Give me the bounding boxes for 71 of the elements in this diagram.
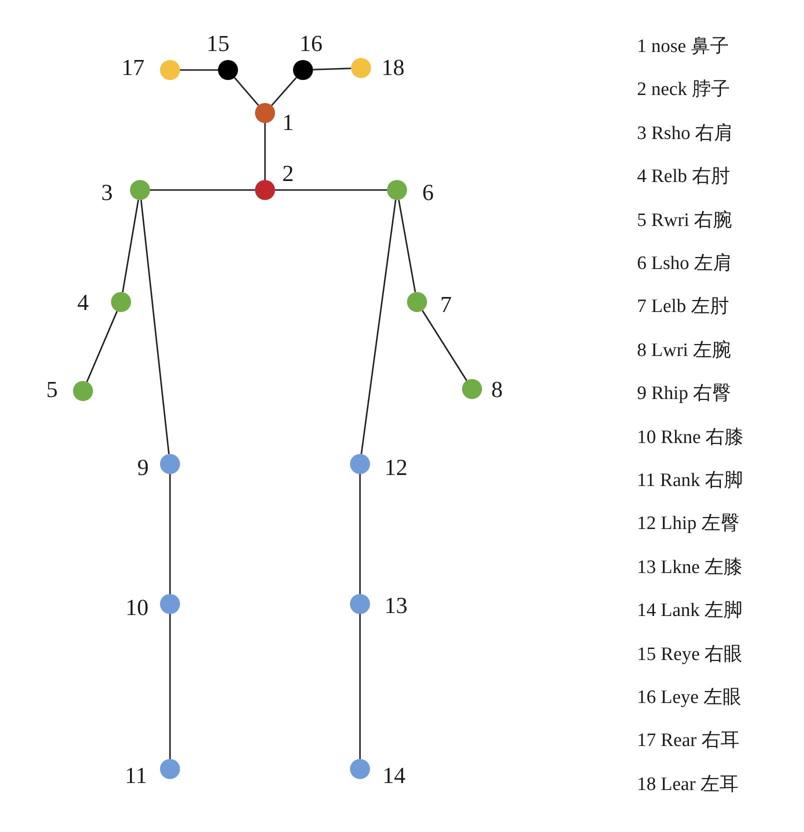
joint-dot: [111, 292, 131, 312]
joint-number: 14: [382, 764, 406, 788]
joint-number: 11: [124, 764, 148, 788]
joint-number: 17: [122, 56, 144, 80]
joint-number: 3: [101, 181, 113, 205]
joint-number: 12: [384, 456, 408, 480]
joint-number: 6: [422, 181, 434, 205]
bone-line: [359, 474, 361, 594]
bone-line: [275, 189, 387, 191]
bone-line: [86, 310, 118, 382]
joint-number: 9: [137, 456, 149, 480]
keypoint-name: 3 Rsho 右肩: [637, 122, 734, 145]
joint-number: 5: [46, 378, 58, 402]
keypoint-name: 8 Lwri 左腕: [637, 340, 731, 362]
joint-number: 16: [300, 32, 322, 56]
joint-number: 1: [282, 111, 294, 135]
joint-dot: [160, 60, 180, 80]
joint-number: 8: [491, 378, 503, 402]
keypoint-name: 10 Rkne 右膝: [637, 426, 744, 449]
joint-dot: [462, 379, 482, 399]
joint-dot: [351, 58, 371, 78]
joint-dot: [160, 759, 180, 779]
bone-line: [422, 310, 468, 381]
bone-line: [271, 77, 297, 106]
keypoint-name: 17 Rear 右耳: [637, 730, 740, 752]
joint-dot: [407, 292, 427, 312]
keypoint-name: 9 Rhip 右臀: [637, 383, 731, 406]
joint-number: 7: [440, 293, 452, 317]
joint-dot: [350, 759, 370, 779]
keypoint-name: 14 Lank 左脚: [637, 600, 743, 622]
keypoint-name: 12 Lhip 左臀: [637, 513, 740, 536]
keypoint-name: 18 Lear 左耳: [637, 774, 738, 796]
joint-number: 2: [282, 162, 294, 186]
bone-line: [234, 77, 260, 106]
joint-dot: [350, 594, 370, 614]
keypoint-name: 4 Relb 右肘: [637, 166, 730, 188]
joint-dot: [350, 454, 370, 474]
keypoint-name: 7 Lelb 左肘: [637, 296, 729, 318]
keypoint-name: 2 neck 脖子: [637, 79, 730, 102]
joint-dot: [255, 180, 275, 200]
bone-line: [150, 189, 255, 191]
joint-dot: [293, 60, 313, 80]
bone-line: [169, 474, 171, 594]
joint-number: 10: [126, 596, 148, 620]
joint-dot: [387, 180, 407, 200]
keypoint-name: 11 Rank 右脚: [637, 470, 743, 492]
joint-dot: [255, 103, 275, 123]
keypoint-name: 6 Lsho 左肩: [637, 253, 732, 275]
joint-dot: [160, 454, 180, 474]
joint-dot: [73, 381, 93, 401]
bone-line: [264, 123, 266, 180]
bone-line: [359, 614, 361, 759]
bone-line: [360, 200, 396, 454]
joint-number: 15: [206, 32, 230, 56]
joint-number: 18: [382, 56, 404, 80]
bone-line: [398, 200, 416, 292]
joint-dot: [218, 60, 238, 80]
bone-line: [169, 614, 171, 759]
bone-line: [180, 69, 218, 71]
joint-dot: [130, 180, 150, 200]
bone-line: [312, 68, 352, 70]
joint-dot: [160, 594, 180, 614]
keypoint-name: 15 Reye 右眼: [637, 644, 743, 666]
bone-line: [122, 200, 140, 292]
keypoint-name: 1 nose 鼻子: [637, 36, 729, 58]
keypoint-name: 5 Rwri 右腕: [637, 210, 732, 232]
keypoint-name: 16 Leye 左眼: [637, 687, 742, 709]
joint-number: 13: [384, 594, 408, 618]
keypoint-name: 13 Lkne 左膝: [637, 556, 743, 579]
joint-number: 4: [77, 291, 89, 315]
bone-line: [140, 200, 170, 454]
